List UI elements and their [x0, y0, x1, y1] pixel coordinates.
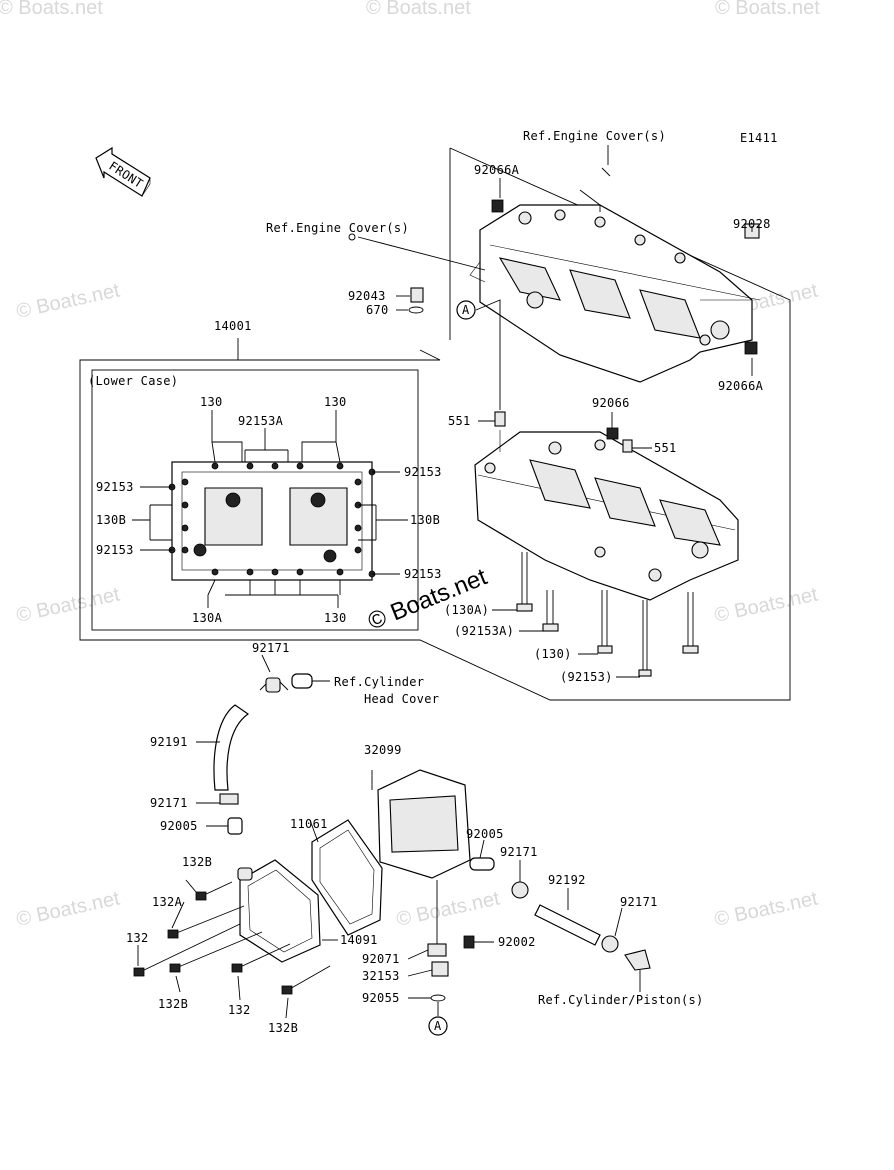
leader-lines-upper — [357, 145, 753, 452]
assembly-part-number: 14001 — [214, 319, 252, 333]
ref-cylinder-head-cover-line2: Head Cover — [364, 692, 439, 706]
watermark: © Boats.net — [14, 887, 122, 930]
part-label: 132B — [158, 997, 188, 1011]
lower-crankcase — [474, 431, 739, 601]
part-label: 92191 — [150, 735, 188, 749]
part-label: 92171 — [500, 845, 538, 859]
part-label: 92153 — [404, 567, 442, 581]
ref-engine-cover-left: Ref.Engine Cover(s) — [266, 221, 409, 235]
part-label: 132 — [228, 1003, 251, 1017]
part-label: 130 — [200, 395, 223, 409]
svg-text:A: A — [462, 303, 470, 317]
ref-engine-cover-top: Ref.Engine Cover(s) — [523, 129, 666, 143]
part-label: 130B — [410, 513, 440, 527]
watermark: © Boats.net — [715, 0, 820, 19]
bolt-callout-leaders — [492, 609, 640, 678]
part-label: 92153 — [404, 465, 442, 479]
part-label: 92153A — [238, 414, 284, 428]
part-label: 92005 — [466, 827, 504, 841]
part-label: (92153) — [560, 670, 613, 684]
part-label: (130) — [534, 647, 572, 661]
marker-a-lower: A — [428, 1016, 448, 1036]
part-label: 132B — [268, 1021, 298, 1035]
part-label: 92192 — [548, 873, 586, 887]
part-label: 92153 — [96, 543, 134, 557]
part-label: 92171 — [150, 796, 188, 810]
part-label: 130A — [192, 611, 223, 625]
ref-cylinder-head-cover: Ref.Cylinder — [334, 675, 424, 689]
assembly-frame — [79, 147, 791, 701]
part-label: 551 — [654, 441, 677, 455]
part-label: 92043 — [348, 289, 386, 303]
part-label: 130 — [324, 611, 347, 625]
part-label: 14091 — [340, 933, 378, 947]
part-label: 551 — [448, 414, 471, 428]
watermark: © Boats.net — [366, 0, 471, 19]
part-label: 92066 — [592, 396, 630, 410]
part-label: 92002 — [498, 935, 536, 949]
part-label: 32099 — [364, 743, 402, 757]
watermark: © Boats.net — [14, 279, 122, 322]
part-label: 130 — [324, 395, 347, 409]
part-label: 92066A — [718, 379, 764, 393]
part-label: (92153A) — [454, 624, 514, 638]
part-label: (130A) — [444, 603, 489, 617]
part-label: 92066A — [474, 163, 520, 177]
part-label: 92171 — [252, 641, 290, 655]
lower-case-title: (Lower Case) — [88, 374, 178, 388]
part-label: 11061 — [290, 817, 328, 831]
svg-text:A: A — [434, 1019, 442, 1033]
part-label: 130B — [96, 513, 126, 527]
part-label: 670 — [366, 303, 389, 317]
lower-case-bolts — [516, 552, 699, 677]
part-labels: 92066A 92028 92043 670 92066A 551 92066 … — [96, 163, 771, 1035]
watermark: © Boats.net — [0, 0, 103, 19]
part-label: 92005 — [160, 819, 198, 833]
watermark: © Boats.net — [712, 583, 820, 626]
part-label: 92055 — [362, 991, 400, 1005]
part-label: 92171 — [620, 895, 658, 909]
ref-cylinder-piston: Ref.Cylinder/Piston(s) — [538, 993, 704, 1007]
part-label: 32153 — [362, 969, 400, 983]
marker-a-upper: A — [456, 300, 476, 320]
watermark: © Boats.net — [394, 887, 502, 930]
part-label: 92153 — [96, 480, 134, 494]
part-label: 92028 — [733, 217, 771, 231]
watermark: © Boats.net — [14, 583, 122, 626]
part-label: 132B — [182, 855, 212, 869]
upper-crankcase — [469, 204, 761, 383]
watermark: © Boats.net — [712, 887, 820, 930]
part-label: 132A — [152, 895, 183, 909]
part-label: 132 — [126, 931, 149, 945]
lower-case-box — [91, 338, 419, 631]
breather-parts — [133, 654, 651, 1019]
figure-code: E1411 — [740, 131, 778, 145]
front-arrow-icon: FRONT — [95, 146, 151, 197]
part-label: 92071 — [362, 952, 400, 966]
